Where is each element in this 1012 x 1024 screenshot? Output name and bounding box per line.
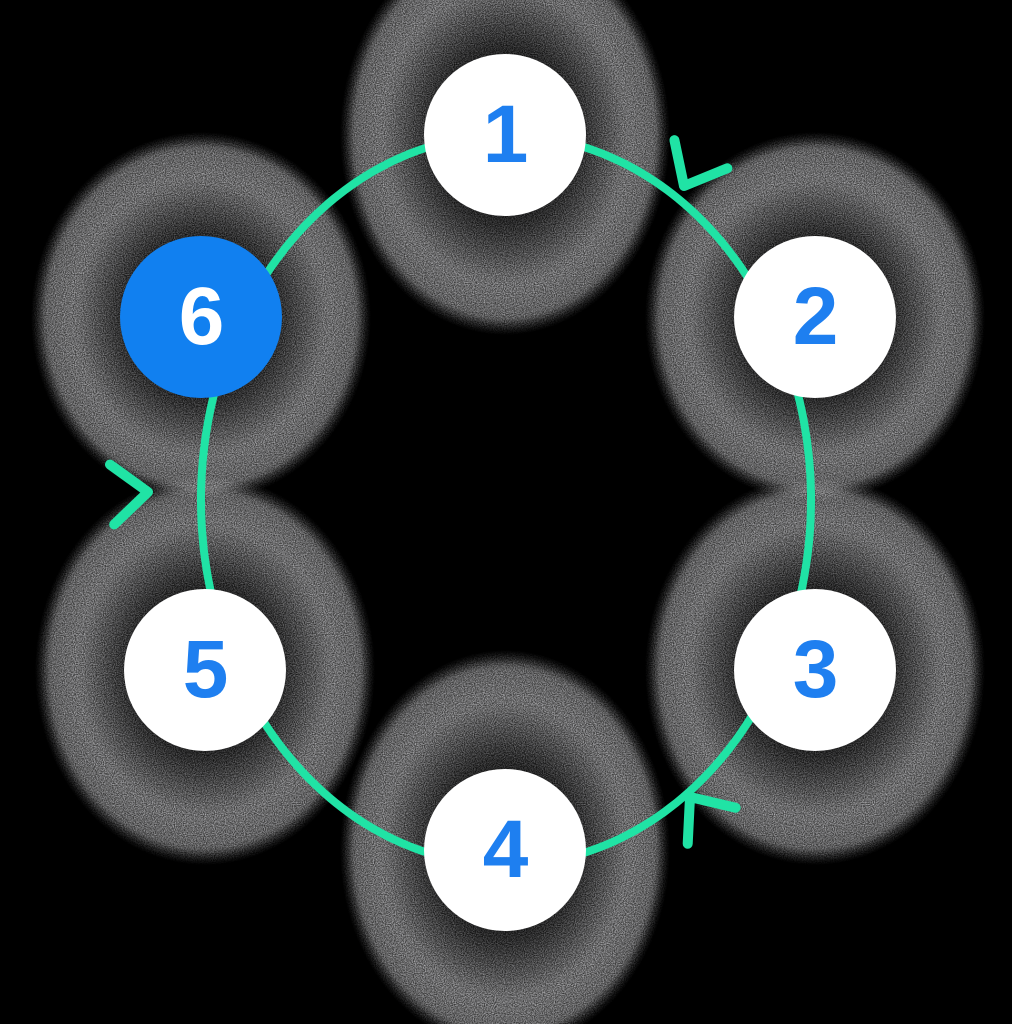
node-6[interactable]: 6 [120,236,282,398]
node-3[interactable]: 3 [734,589,896,751]
node-5-label: 5 [182,624,229,715]
arrowhead-5-6 [104,459,153,530]
node-6-label: 6 [178,271,225,362]
node-1[interactable]: 1 [424,54,586,216]
node-2-label: 2 [792,271,839,362]
node-3-label: 3 [792,624,839,715]
node-2[interactable]: 2 [734,236,896,398]
node-4-label: 4 [482,804,529,895]
arrowhead-1-2 [669,135,733,191]
node-1-label: 1 [482,89,529,180]
arrowhead-group [104,135,741,849]
node-5[interactable]: 5 [124,589,286,751]
arrowhead-3-4 [682,792,741,849]
node-4[interactable]: 4 [424,769,586,931]
